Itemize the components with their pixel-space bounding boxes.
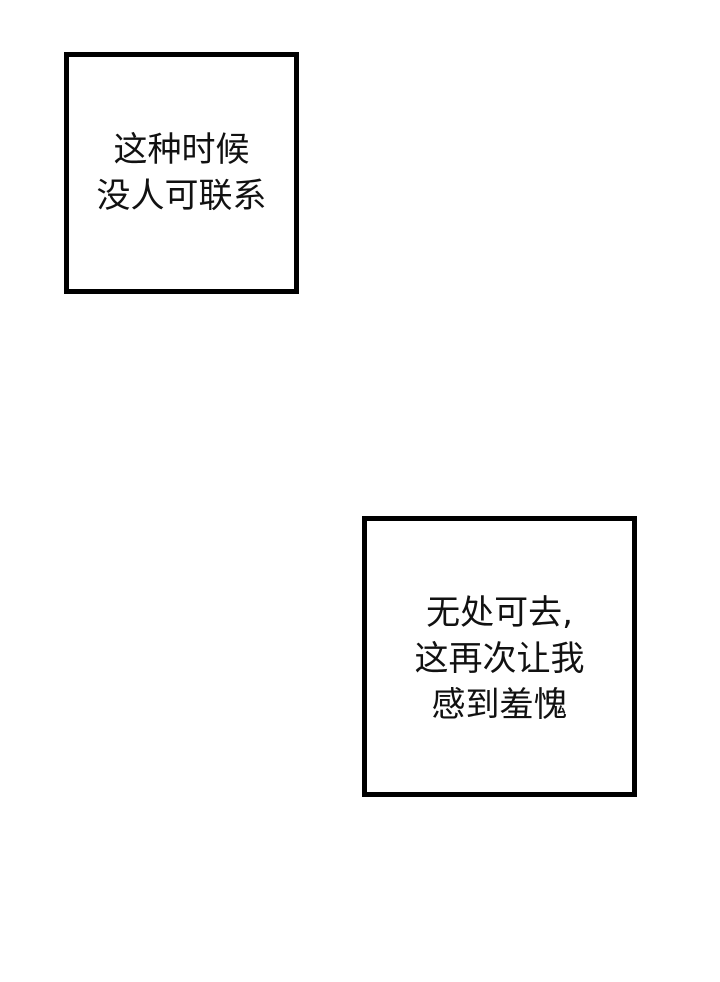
caption-line: 没人可联系 xyxy=(96,176,267,216)
caption-line: 感到羞愧 xyxy=(431,684,568,725)
caption-text: 这种时候 没人可联系 xyxy=(97,127,267,219)
caption-line: 无处可去, xyxy=(426,592,573,633)
caption-box-1: 这种时候 没人可联系 xyxy=(64,52,299,294)
caption-line: 这再次让我 xyxy=(414,638,585,679)
caption-text: 无处可去, 这再次让我 感到羞愧 xyxy=(415,590,585,728)
caption-line: 这种时候 xyxy=(113,130,250,170)
caption-box-2: 无处可去, 这再次让我 感到羞愧 xyxy=(362,516,637,797)
